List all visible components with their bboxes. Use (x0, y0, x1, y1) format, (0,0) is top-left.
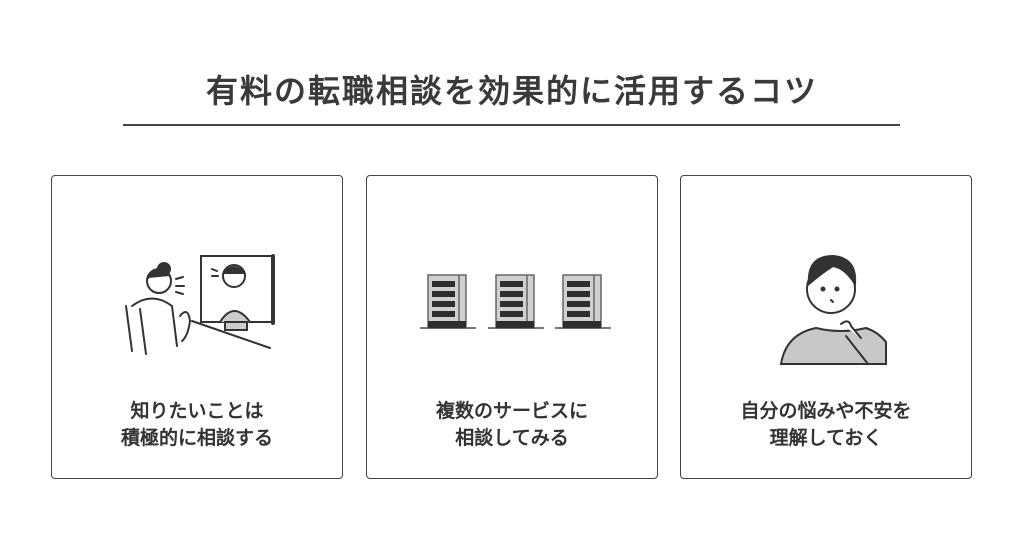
buildings-illustration-icon (420, 274, 612, 329)
tip-label: 知りたいことは 積極的に相談する (52, 398, 342, 452)
thinking-person-illustration-icon (779, 254, 887, 365)
tip-label: 自分の悩みや不安を 理解しておく (681, 398, 971, 452)
tip-label-line1: 複数のサービスに (435, 400, 588, 422)
tip-card-understand-self: 自分の悩みや不安を 理解しておく (680, 175, 972, 479)
title-divider (123, 124, 900, 126)
tip-label-line2: 相談してみる (455, 427, 569, 449)
tip-label-line2: 積極的に相談する (120, 427, 273, 449)
tip-label: 複数のサービスに 相談してみる (367, 398, 657, 452)
page-title: 有料の転職相談を効果的に活用するコツ (205, 72, 818, 110)
video-consultation-illustration-icon (125, 254, 275, 355)
tip-label-line1: 自分の悩みや不安を (740, 400, 912, 422)
tip-card-consult: 知りたいことは 積極的に相談する (51, 175, 343, 479)
tip-label-line2: 理解しておく (769, 427, 883, 449)
tip-label-line1: 知りたいことは (130, 400, 264, 422)
tip-card-multiple-services: 複数のサービスに 相談してみる (366, 175, 658, 479)
